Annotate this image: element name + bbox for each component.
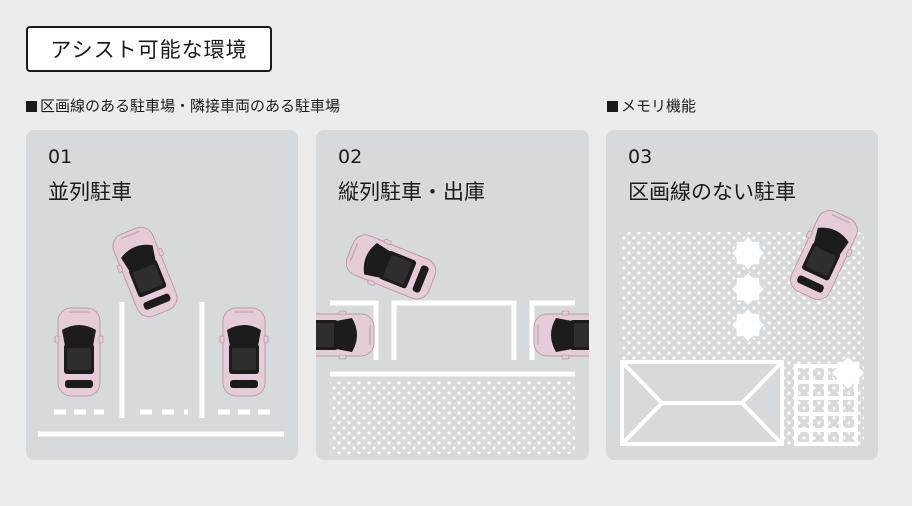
section-label-text: メモリ機能 [621, 97, 697, 115]
card-name: 並列駐車 [48, 180, 132, 204]
card-number: 03 [628, 146, 653, 168]
section-label-parking-lot: 区画線のある駐車場・隣接車両のある駐車場 [26, 95, 340, 116]
car-icon [219, 307, 269, 397]
card-unmarked-parking: 03 区画線のない駐車 [606, 130, 878, 460]
parallel-exit-illustration [316, 227, 589, 454]
parallel-parking-illustration [38, 221, 284, 437]
bullet-square-icon [26, 101, 37, 112]
card-name: 区画線のない駐車 [628, 180, 796, 204]
card-name: 縦列駐車・出庫 [338, 180, 485, 204]
fence-grid-icon [794, 364, 858, 446]
section-label-memory: メモリ機能 [607, 95, 696, 116]
card-number: 02 [338, 146, 363, 168]
car-icon [533, 310, 589, 360]
card-number: 01 [48, 146, 73, 168]
car-icon [316, 310, 375, 360]
bullet-square-icon [607, 101, 618, 112]
car-icon [105, 221, 185, 323]
card-parallel-parking: 01 並列駐車 [26, 130, 298, 460]
building-roof-icon [620, 360, 784, 446]
card-parallel-exit: 02 縦列駐車・出庫 [316, 130, 589, 460]
section-label-text: 区画線のある駐車場・隣接車両のある駐車場 [40, 97, 341, 115]
page-title: アシスト可能な環境 [26, 26, 272, 72]
car-icon [54, 307, 104, 397]
car-icon [340, 227, 442, 307]
unmarked-parking-illustration [620, 204, 867, 446]
